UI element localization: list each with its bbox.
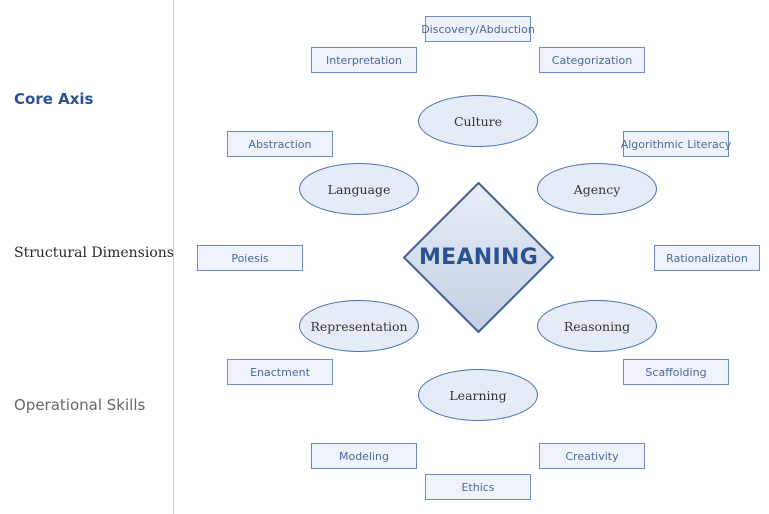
- skill-poiesis: Poiesis: [197, 245, 303, 271]
- skill-modeling: Modeling: [311, 443, 417, 469]
- skill-creativity: Creativity: [539, 443, 645, 469]
- dimension-reasoning: Reasoning: [537, 300, 657, 352]
- skill-algorithmic-literacy: Algorithmic Literacy: [621, 131, 731, 157]
- skill-scaffolding: Scaffolding: [623, 359, 729, 385]
- skill-abstraction: Abstraction: [227, 131, 333, 157]
- dimension-representation: Representation: [299, 300, 419, 352]
- skill-interpretation: Interpretation: [311, 47, 417, 73]
- skill-discovery-abduction: Discovery/Abduction: [421, 16, 535, 42]
- meaning-diamond: MEANING: [403, 182, 554, 333]
- structural-dimensions-label: Structural Dimensions: [14, 245, 174, 261]
- skill-enactment: Enactment: [227, 359, 333, 385]
- meaning-label: MEANING: [418, 245, 539, 270]
- dimension-learning: Learning: [418, 369, 538, 421]
- dimension-language: Language: [299, 163, 419, 215]
- column-divider: [173, 0, 174, 514]
- dimension-culture: Culture: [418, 95, 538, 147]
- dimension-agency: Agency: [537, 163, 657, 215]
- operational-skills-label: Operational Skills: [14, 396, 146, 414]
- core-axis-label: Core Axis: [14, 90, 94, 108]
- skill-rationalization: Rationalization: [654, 245, 760, 271]
- diamond-shape: [403, 182, 554, 333]
- skill-ethics: Ethics: [425, 474, 531, 500]
- skill-categorization: Categorization: [539, 47, 645, 73]
